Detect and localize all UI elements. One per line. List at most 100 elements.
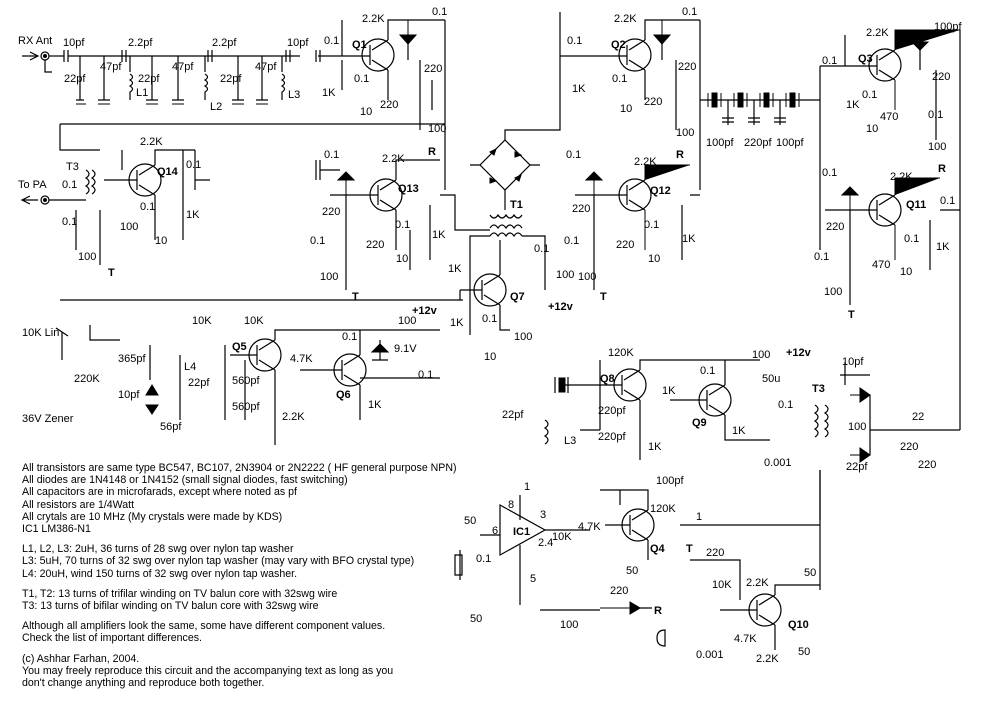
q12-c01c-label: 0.1: [644, 219, 659, 231]
q1-label: Q1: [352, 39, 367, 51]
q2-r22k-label: 2.2K: [614, 13, 637, 25]
c0001-label: 0.001: [764, 457, 792, 469]
pd-r220b-label: 220: [918, 459, 936, 471]
q7-r1k-label: 1K: [448, 263, 462, 275]
r1k-bfo-c-label: 1K: [732, 425, 746, 437]
audio-stage: 50 0.1 50 IC1 6 8 1 3 5 2.4 10K 4.7K 120…: [454, 470, 821, 665]
q7-r1kb-label: 1K: [450, 317, 464, 329]
note-line: L4: 20uH, wind 150 turns of 32 swg over …: [22, 567, 298, 580]
vfo-supply-label: +12v: [412, 305, 438, 317]
q14-r22k-label: 2.2K: [140, 136, 163, 148]
r100-bfo-label: 100: [752, 349, 770, 361]
q7-c01-label: 0.1: [482, 313, 497, 325]
q13-c10-label: 10: [396, 253, 408, 265]
c220pf-a-label: 220pf: [598, 405, 626, 417]
pin8-label: 8: [508, 499, 514, 511]
q3-r-label: R: [938, 163, 946, 175]
note-line: IC1 LM386-N1: [22, 523, 91, 536]
q1-c100-label: 100: [428, 123, 446, 135]
q7-supply-label: +12v: [548, 301, 574, 313]
q12-c100-label: 100: [578, 271, 596, 283]
zener36-label: 36V Zener: [22, 413, 74, 425]
q14-c100-label: 100: [120, 221, 138, 233]
c50u-label: 50u: [762, 373, 780, 385]
r120k-af-label: 120K: [650, 503, 676, 515]
q1-out-c01-label: 0.1: [432, 6, 447, 18]
note-line: All transistors are same type BC547, BC1…: [22, 462, 457, 474]
q7-c01b-label: 0.1: [534, 243, 549, 255]
xf-c220pf-label: 220pf: [744, 137, 772, 149]
q11-c01c-label: 0.1: [904, 233, 919, 245]
c01-vfo-label: 0.1: [342, 331, 357, 343]
q12-label: Q12: [650, 185, 671, 197]
q13-c100-label: 100: [320, 271, 338, 283]
q12-c01-label: 0.1: [566, 149, 581, 161]
r47k-af-label: 4.7K: [578, 521, 601, 533]
q2-c10-label: 10: [620, 103, 632, 115]
q12-c01b-label: 0.1: [564, 235, 579, 247]
r220k-label: 220K: [74, 373, 100, 385]
q13-c01-label: 0.1: [324, 149, 339, 161]
note-line: Check the list of important differences.: [22, 632, 202, 645]
q6-label: Q6: [336, 389, 351, 401]
c10pf-c-label: 10pf: [118, 389, 140, 401]
q2-label: Q2: [611, 39, 626, 51]
xf-c100pf-label: 100pf: [706, 137, 734, 149]
q3-label: Q3: [858, 53, 873, 65]
xf-c100pf-b-label: 100pf: [776, 137, 804, 149]
q1-c10-label: 10: [360, 106, 372, 118]
r10k-af-label: 10K: [552, 531, 572, 543]
q11-r470-label: 470: [872, 259, 890, 271]
note-line: T3: 13 turns of bifilar winding on TV ba…: [22, 600, 319, 613]
notes-gap: [22, 580, 582, 588]
c1-label: 1: [696, 511, 702, 523]
q14-c01b-label: 0.1: [62, 179, 77, 191]
r47k-label: 4.7K: [290, 353, 313, 365]
q14-c01d-label: 0.1: [140, 201, 155, 213]
pin3-label: 3: [540, 509, 546, 521]
c22pf2-b-label: 2.2pf: [212, 37, 237, 49]
note-line: You may freely reproduce this circuit an…: [22, 664, 394, 677]
l4-label: L4: [184, 361, 196, 373]
q7-r100-label: 100: [514, 331, 532, 343]
q3-q11-stages: Q3 2.2K 0.1 1K 0.1 470 10 220 0.1 100 R …: [814, 21, 962, 430]
c01-vfo-b-label: 0.1: [418, 369, 433, 381]
l3-label: L3: [288, 89, 300, 101]
c01-bfo-b-label: 0.1: [778, 399, 793, 411]
q9-label: Q9: [692, 417, 707, 429]
c22pf-d-label: 22pf: [188, 377, 210, 389]
note-line: (c) Ashhar Farhan, 2004.: [22, 652, 140, 665]
q1-r220b-label: 220: [424, 63, 442, 75]
q2-r1k-label: 1K: [572, 83, 586, 95]
q2-c100-label: 100: [676, 127, 694, 139]
c01-bfo-label: 0.1: [700, 365, 715, 377]
r10k-a-label: 10K: [192, 315, 212, 327]
q3-r1k-label: 1K: [846, 99, 860, 111]
ic1-label: IC1: [513, 526, 530, 538]
notes-gap: [22, 645, 582, 653]
q3-r470-label: 470: [880, 111, 898, 123]
q14-c01-label: 0.1: [186, 159, 201, 171]
c10pf-b-label: 10pf: [287, 37, 309, 49]
q2-r-label: R: [676, 149, 684, 161]
note-line: L3: 5uH, 70 turns of 32 swg over nylon t…: [22, 555, 415, 568]
q3-c10-label: 10: [866, 123, 878, 135]
r100-af-label: 100: [560, 619, 578, 631]
c560pf-b-label: 560pf: [232, 401, 260, 413]
vfo-stage: 10K Lin 220K 36V Zener 365pf 10pf 56pf 2…: [22, 290, 463, 445]
q3-c01b-label: 0.1: [862, 89, 877, 101]
q12-r1k-label: 1K: [682, 233, 696, 245]
r10k-lin-label: 10K Lin: [22, 327, 59, 339]
q14-stage: T3 To PA Q14 2.2K 0.1 1K 0.1 0.1 100 0.1…: [18, 123, 445, 279]
note-line: L1, L2, L3: 2uH, 36 turns of 28 swg over…: [22, 543, 294, 556]
r1k-bfo-b-label: 1K: [648, 441, 662, 453]
q2-c01-label: 0.1: [567, 35, 582, 47]
q14-c01c-label: 0.1: [62, 216, 77, 228]
q14-c10-label: 10: [155, 235, 167, 247]
q8-label: Q8: [600, 373, 615, 385]
q14-label: Q14: [157, 166, 179, 178]
note-line: All capacitors are in microfarads, excep…: [22, 486, 297, 499]
pin5-label: 5: [530, 573, 536, 585]
q13-r1k-label: 1K: [432, 229, 446, 241]
q13-label: Q13: [398, 183, 419, 195]
